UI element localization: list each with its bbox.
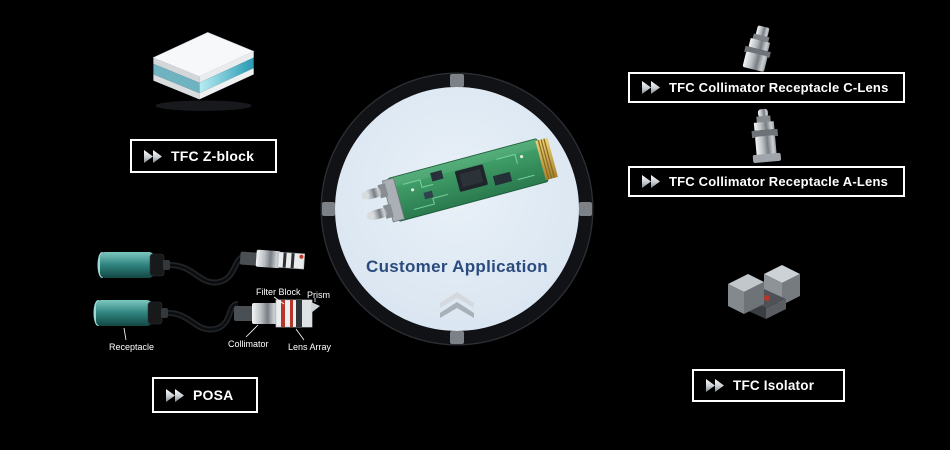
customer-application-title: Customer Application — [366, 257, 548, 276]
double-chevron-right-icon — [165, 388, 185, 403]
collimator-c-lens-button[interactable]: TFC Collimator Receptacle C-Lens — [628, 72, 905, 103]
ring-tick-bottom — [450, 331, 464, 344]
customer-application-panel: Customer Application — [322, 74, 592, 344]
zblock-image — [145, 28, 260, 128]
scroll-up-arrow[interactable] — [436, 290, 478, 320]
posa-annotation-lens-array: Lens Array — [288, 342, 332, 352]
collimator-a-lens-label: TFC Collimator Receptacle A-Lens — [669, 174, 889, 189]
ring-tick-right — [579, 202, 592, 216]
double-chevron-right-icon — [705, 378, 725, 393]
posa-annotation-prism: Prism — [307, 290, 330, 300]
collimator-a-lens-image — [734, 106, 796, 166]
double-chevron-right-icon — [143, 149, 163, 164]
posa-annotation-filter-block: Filter Block — [256, 287, 301, 297]
pcb-image — [360, 123, 578, 233]
double-chevron-right-icon — [641, 80, 661, 95]
pcb-graphic — [361, 137, 558, 223]
zblock-button-label: TFC Z-block — [171, 148, 255, 164]
isolator-button-label: TFC Isolator — [733, 378, 815, 393]
collimator-a-lens-button[interactable]: TFC Collimator Receptacle A-Lens — [628, 166, 905, 197]
posa-image — [88, 240, 340, 362]
collimator-c-lens-graphic — [742, 25, 771, 72]
double-chevron-right-icon — [641, 174, 661, 189]
isolator-image — [718, 258, 813, 338]
posa-annotation-receptacle: Receptacle — [109, 342, 155, 352]
zblock-graphic — [152, 32, 255, 111]
collimator-c-lens-label: TFC Collimator Receptacle C-Lens — [669, 80, 889, 95]
ring-tick-top — [450, 74, 464, 87]
isolator-graphic — [728, 265, 800, 319]
posa-button[interactable]: POSA — [152, 377, 258, 413]
ring-tick-left — [322, 202, 335, 216]
collimator-c-lens-image — [722, 24, 794, 76]
zblock-button[interactable]: TFC Z-block — [130, 139, 277, 173]
posa-graphic — [93, 249, 320, 341]
posa-button-label: POSA — [193, 387, 234, 403]
posa-annotation-collimator: Collimator — [228, 339, 269, 349]
double-chevron-up-icon — [440, 292, 474, 318]
isolator-button[interactable]: TFC Isolator — [692, 369, 845, 402]
collimator-a-lens-graphic — [751, 108, 782, 163]
